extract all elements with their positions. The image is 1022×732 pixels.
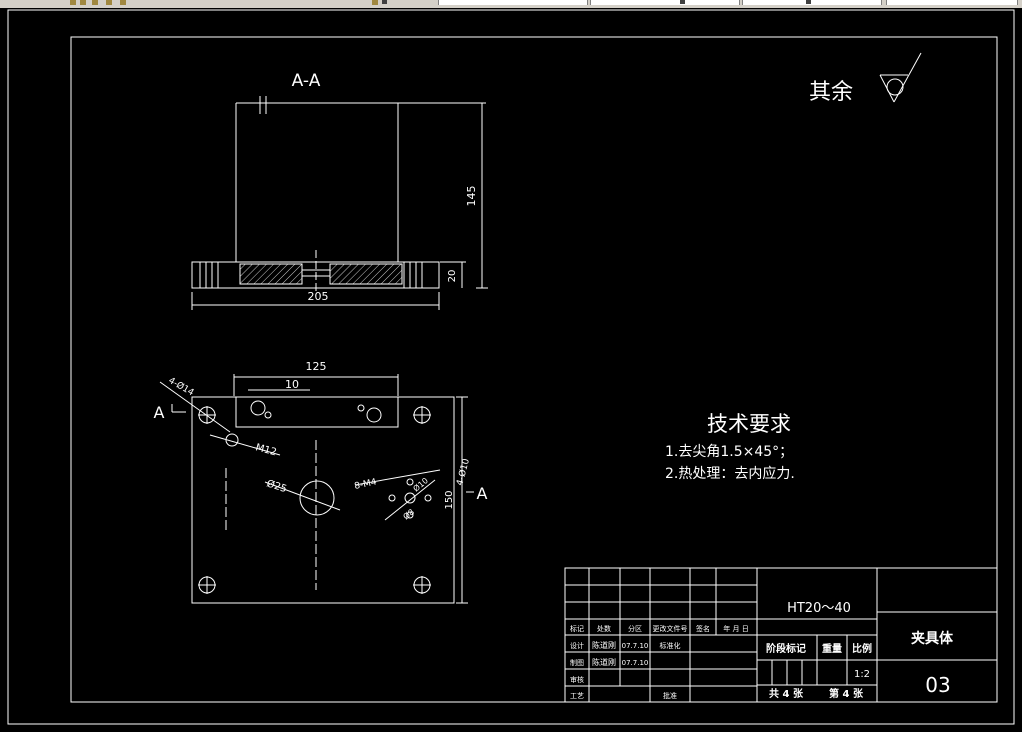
drafter-name: 陈道刚 bbox=[592, 657, 616, 667]
dim-10: 10 bbox=[285, 378, 299, 391]
role-label: 设计 bbox=[570, 641, 584, 650]
dim-205: 205 bbox=[308, 290, 329, 303]
dim-d10: Ø10 bbox=[411, 475, 430, 493]
tech-item-1: 1.去尖角1.5×45°； bbox=[665, 444, 793, 460]
rev-header: 分区 bbox=[628, 624, 642, 633]
toolbar-icon[interactable] bbox=[372, 0, 378, 5]
toolbar-icon[interactable] bbox=[106, 0, 112, 5]
drawing-border bbox=[70, 36, 998, 703]
tech-item-2: 2.热处理：去内应力. bbox=[665, 465, 795, 482]
rev-header: 签名 bbox=[696, 624, 710, 633]
scale-label: 比例 bbox=[852, 642, 872, 655]
chevron-down-icon[interactable] bbox=[680, 0, 685, 4]
chevron-down-icon[interactable] bbox=[806, 0, 811, 4]
toolbar-icon[interactable] bbox=[92, 0, 98, 5]
tech-title: 技术要求 bbox=[707, 412, 791, 436]
roughness-note: 其余 bbox=[809, 80, 853, 105]
dim-8-m4: 8-M4 bbox=[354, 477, 378, 492]
plotstyle-combo[interactable] bbox=[886, 0, 1018, 5]
dim-125: 125 bbox=[306, 360, 327, 373]
standard-label: 标准化 bbox=[660, 641, 681, 650]
part-name-field: 夹具体 bbox=[911, 630, 954, 647]
drawing-number-field: 03 bbox=[925, 673, 950, 697]
toolbar-icon[interactable] bbox=[70, 0, 76, 5]
outer-frame bbox=[7, 9, 1015, 725]
cad-drawing: A-A 145 20 205 bbox=[7, 9, 1015, 725]
lineweight-combo[interactable] bbox=[742, 0, 882, 5]
toolbar-icon[interactable] bbox=[120, 0, 126, 5]
dim-150: 150 bbox=[444, 490, 455, 509]
toolbar-icon[interactable] bbox=[80, 0, 86, 5]
title-block bbox=[564, 567, 998, 703]
role-label: 审核 bbox=[570, 675, 584, 684]
role-label: 制图 bbox=[570, 658, 584, 667]
roughness-symbol-icon bbox=[879, 52, 922, 103]
dim-m12: M12 bbox=[254, 442, 277, 458]
design-date: 07.7.10 bbox=[622, 642, 649, 650]
cad-toolbar-strip bbox=[0, 0, 1022, 8]
stage-label: 阶段标记 bbox=[766, 642, 806, 655]
layer-combo[interactable] bbox=[438, 0, 588, 5]
section-label: A-A bbox=[292, 71, 321, 91]
rev-header: 处数 bbox=[597, 624, 611, 633]
rev-header: 年 月 日 bbox=[723, 624, 748, 633]
dim-d25: Ø25 bbox=[265, 477, 288, 495]
role-label: 工艺 bbox=[570, 692, 584, 700]
dim-4-holes: 4-Ø14 bbox=[167, 375, 197, 398]
designer-name: 陈道刚 bbox=[592, 640, 616, 650]
chevron-down-icon[interactable] bbox=[382, 0, 387, 4]
section-mark-right: A bbox=[477, 484, 488, 503]
rev-header: 更改文件号 bbox=[653, 624, 688, 633]
dim-20: 20 bbox=[447, 270, 458, 283]
rev-header: 标记 bbox=[570, 624, 584, 633]
linetype-combo[interactable] bbox=[590, 0, 740, 5]
scale-value: 1:2 bbox=[854, 669, 870, 680]
material-field: HT20～40 bbox=[787, 601, 851, 616]
drawing-canvas[interactable]: A-A 145 20 205 bbox=[0, 8, 1022, 728]
approve-label: 批准 bbox=[663, 691, 677, 700]
sheet-number: 第 4 张 bbox=[829, 687, 864, 700]
section-view bbox=[191, 96, 488, 310]
dim-d8: Ø8 bbox=[401, 507, 416, 522]
dim-4-d10: 4-Ø10 bbox=[454, 457, 472, 487]
plan-view bbox=[159, 374, 474, 604]
draft-date: 07.7.10 bbox=[622, 659, 649, 667]
sheets-total: 共 4 张 bbox=[769, 687, 804, 700]
section-mark-left: A bbox=[154, 403, 165, 422]
weight-label: 重量 bbox=[822, 642, 842, 655]
dim-145: 145 bbox=[465, 186, 478, 207]
